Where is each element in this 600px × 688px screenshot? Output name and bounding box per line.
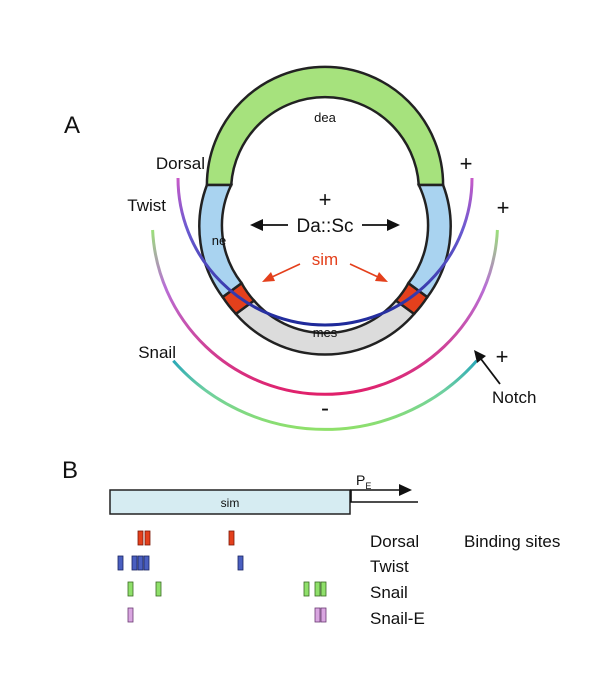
dorsal-site — [228, 530, 235, 546]
snail-e-site — [320, 607, 327, 623]
twist-site — [143, 555, 150, 571]
promoter-arrow — [350, 484, 412, 502]
snail-site — [320, 581, 327, 597]
twist-gradient-arc — [151, 229, 499, 396]
center-plus-sign: + — [319, 187, 332, 212]
dorsal-site — [144, 530, 151, 546]
dorsal-sign: + — [460, 151, 473, 176]
snail-e-sites — [127, 607, 327, 623]
row-label-snail: Snail — [370, 583, 408, 602]
sim-gene-label: sim — [221, 496, 240, 510]
snail-site — [314, 581, 321, 597]
panel-a-label: A — [64, 112, 80, 139]
snail-e-site — [314, 607, 321, 623]
region-ne-label: ne — [212, 233, 226, 248]
dasc-label: Da::Sc — [296, 216, 353, 237]
twist-sites — [117, 555, 244, 571]
dorsal-sites — [137, 530, 235, 546]
promoter-letter: P — [356, 472, 365, 488]
notch-label: Notch — [492, 388, 536, 407]
region-dea — [205, 65, 445, 187]
twist-sign: + — [497, 195, 510, 220]
twist-site — [237, 555, 244, 571]
panel-b-label: B — [62, 457, 78, 484]
row-label-dorsal: Dorsal — [370, 532, 419, 551]
twist-site — [131, 555, 138, 571]
sim-gene-bar — [109, 489, 351, 515]
twist-site — [137, 555, 144, 571]
notch-sign: + — [496, 344, 509, 369]
snail-label: Snail — [138, 343, 176, 362]
snail-site — [155, 581, 162, 597]
sim-arrows — [262, 263, 388, 282]
row-label-twist: Twist — [370, 557, 409, 576]
dorsal-label: Dorsal — [156, 154, 205, 173]
sim-label: sim — [312, 250, 338, 269]
snail-sign: - — [321, 395, 329, 422]
snail-gradient-arc — [172, 359, 478, 431]
binding-sites-header: Binding sites — [464, 532, 560, 551]
notch-arrow — [474, 350, 501, 385]
dorsal-site — [137, 530, 144, 546]
promoter-label: PE — [356, 472, 371, 491]
row-label-snail-e: Snail-E — [370, 609, 425, 628]
snail-site — [303, 581, 310, 597]
twist-site — [117, 555, 124, 571]
dorsal-gradient-arc — [176, 177, 474, 327]
region-mes — [234, 298, 416, 356]
snail-e-site — [127, 607, 134, 623]
snail-site — [127, 581, 134, 597]
snail-sites — [127, 581, 327, 597]
region-dea-label: dea — [314, 110, 336, 125]
dasc-arrows — [250, 219, 400, 231]
region-mes-label: mes — [313, 325, 338, 340]
twist-label: Twist — [127, 196, 166, 215]
promoter-subscript: E — [365, 481, 371, 491]
